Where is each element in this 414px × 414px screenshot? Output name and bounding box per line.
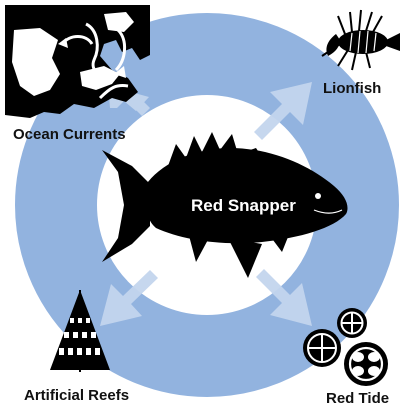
factor-label-lionfish: Lionfish bbox=[323, 80, 381, 98]
factor-label-artificial-reefs: Artificial Reefs bbox=[24, 387, 129, 405]
factor-label-red-tide: Red Tide bbox=[326, 390, 389, 408]
factor-label-ocean-currents: Ocean Currents bbox=[13, 126, 126, 144]
center-label: Red Snapper bbox=[191, 197, 296, 215]
